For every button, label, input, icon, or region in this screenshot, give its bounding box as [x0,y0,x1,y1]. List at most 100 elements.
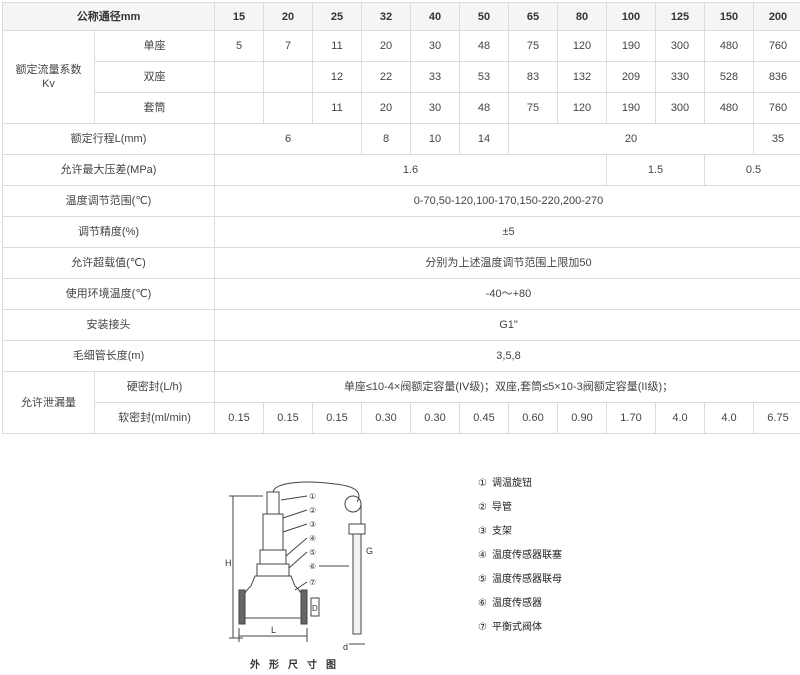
kv-cell: 53 [459,61,509,93]
sensor-fitting [348,523,366,535]
callout-leader [282,509,308,519]
callout-leader [285,537,308,557]
kv-cell: 528 [704,61,754,93]
kv-cell: 20 [361,30,411,62]
kv-cell: 120 [557,92,607,124]
legend-number: ② [478,502,487,513]
kv-cell: 480 [704,92,754,124]
kv-row-label: 套筒 [94,92,215,124]
overload-label: 允许超载值(℃) [2,247,215,279]
kv-cell: 83 [508,61,558,93]
kv-cell: 300 [655,92,705,124]
leakage-group-label: 允许泄漏量 [2,371,95,434]
legend-number: ⑥ [478,598,487,609]
kv-cell: 33 [410,61,460,93]
valve-dimension-drawing: H G d D L ① ② [225,481,373,652]
pressure-label: 允许最大压差(MPa) [2,154,215,186]
leakage-cell: 0.60 [508,402,558,434]
stroke-value: 35 [753,123,800,155]
kv-cell [263,61,313,93]
kv-cell: 330 [655,61,705,93]
kv-cell [214,92,264,124]
callout-6: ⑥ [309,562,316,571]
pressure-row: 允许最大压差(MPa) 1.6 1.5 0.5 [2,154,800,186]
connection-value: G1" [214,309,800,341]
size-cell: 50 [459,2,509,31]
temp-range-label: 温度调节范围(℃) [2,185,215,217]
size-cell: 80 [557,2,607,31]
size-cell: 200 [753,2,800,31]
kv-cell: 30 [410,30,460,62]
legend-text: 导管 [492,502,512,513]
support-bracket [262,513,284,551]
connection-label: 安装接头 [2,309,215,341]
ambient-row: 使用环境温度(℃) -40～+80 [2,278,800,310]
l-dimension-label: L [271,625,276,635]
accuracy-label: 调节精度(%) [2,216,215,248]
stroke-row: 额定行程L(mm) 6 8 10 14 20 35 [2,123,800,155]
leakage-cell: 1.70 [606,402,656,434]
kv-cell: 48 [459,30,509,62]
capillary-coil [344,495,362,513]
callout-leader [282,523,308,533]
leakage-hard-label: 硬密封(L/h) [94,371,215,403]
legend-number: ④ [478,550,487,561]
callout-5: ⑤ [309,548,316,557]
leakage-cell: 0.30 [361,402,411,434]
leakage-cell: 4.0 [655,402,705,434]
stroke-value: 6 [214,123,362,155]
kv-cell: 209 [606,61,656,93]
leakage-cell: 6.75 [753,402,800,434]
kv-cell: 120 [557,30,607,62]
valve-body [241,575,305,619]
legend-number: ③ [478,526,487,537]
d-dimension-label: D [312,604,318,613]
legend-text: 温度传感器联塞 [492,550,562,561]
kv-cell: 75 [508,92,558,124]
diagram-caption: 外形尺寸图 [250,660,345,671]
header-label: 公称通径mm [2,2,215,31]
leakage-cell: 0.90 [557,402,607,434]
actuator-flange [256,563,290,577]
size-cell: 25 [312,2,362,31]
pressure-value: 0.5 [704,154,800,186]
size-cell: 40 [410,2,460,31]
kv-cell: 75 [508,30,558,62]
kv-cell: 22 [361,61,411,93]
dimension-drawing-area: H G d D L ① ② [0,458,800,675]
header-row: 公称通径mm 15 20 25 32 40 50 65 80 100 125 1… [2,2,800,31]
callout-2: ② [309,506,316,515]
inlet-flange [238,589,246,625]
stroke-label: 额定行程L(mm) [2,123,215,155]
callout-leader [280,495,308,501]
overload-row: 允许超载值(℃) 分别为上述温度调节范围上限加50 [2,247,800,279]
size-cell: 32 [361,2,411,31]
d-dimension-box [310,597,320,617]
stroke-value: 14 [459,123,509,155]
size-cell: 150 [704,2,754,31]
kv-cell: 132 [557,61,607,93]
overload-value: 分别为上述温度调节范围上限加50 [214,247,800,279]
kv-cell: 12 [312,61,362,93]
kv-cell: 11 [312,92,362,124]
kv-cell: 300 [655,30,705,62]
kv-row-label: 单座 [94,30,215,62]
g-dimension-label: G [366,546,373,556]
temp-range-row: 温度调节范围(℃) 0-70,50-120,100-170,150-220,20… [2,185,800,217]
callout-7: ⑦ [309,578,316,587]
callout-leader [288,551,308,569]
kv-group-label: 额定流量系数Kv [2,30,95,124]
outlet-flange [300,589,308,625]
legend-text: 平衡式阀体 [492,622,542,633]
size-cell: 100 [606,2,656,31]
legend-item: ② 导管 [478,502,562,526]
kv-cell: 836 [753,61,800,93]
leakage-soft-label: 软密封(ml/min) [94,402,215,434]
adjusting-knob [266,491,280,515]
pressure-value: 1.5 [606,154,705,186]
kv-cell: 760 [753,30,800,62]
